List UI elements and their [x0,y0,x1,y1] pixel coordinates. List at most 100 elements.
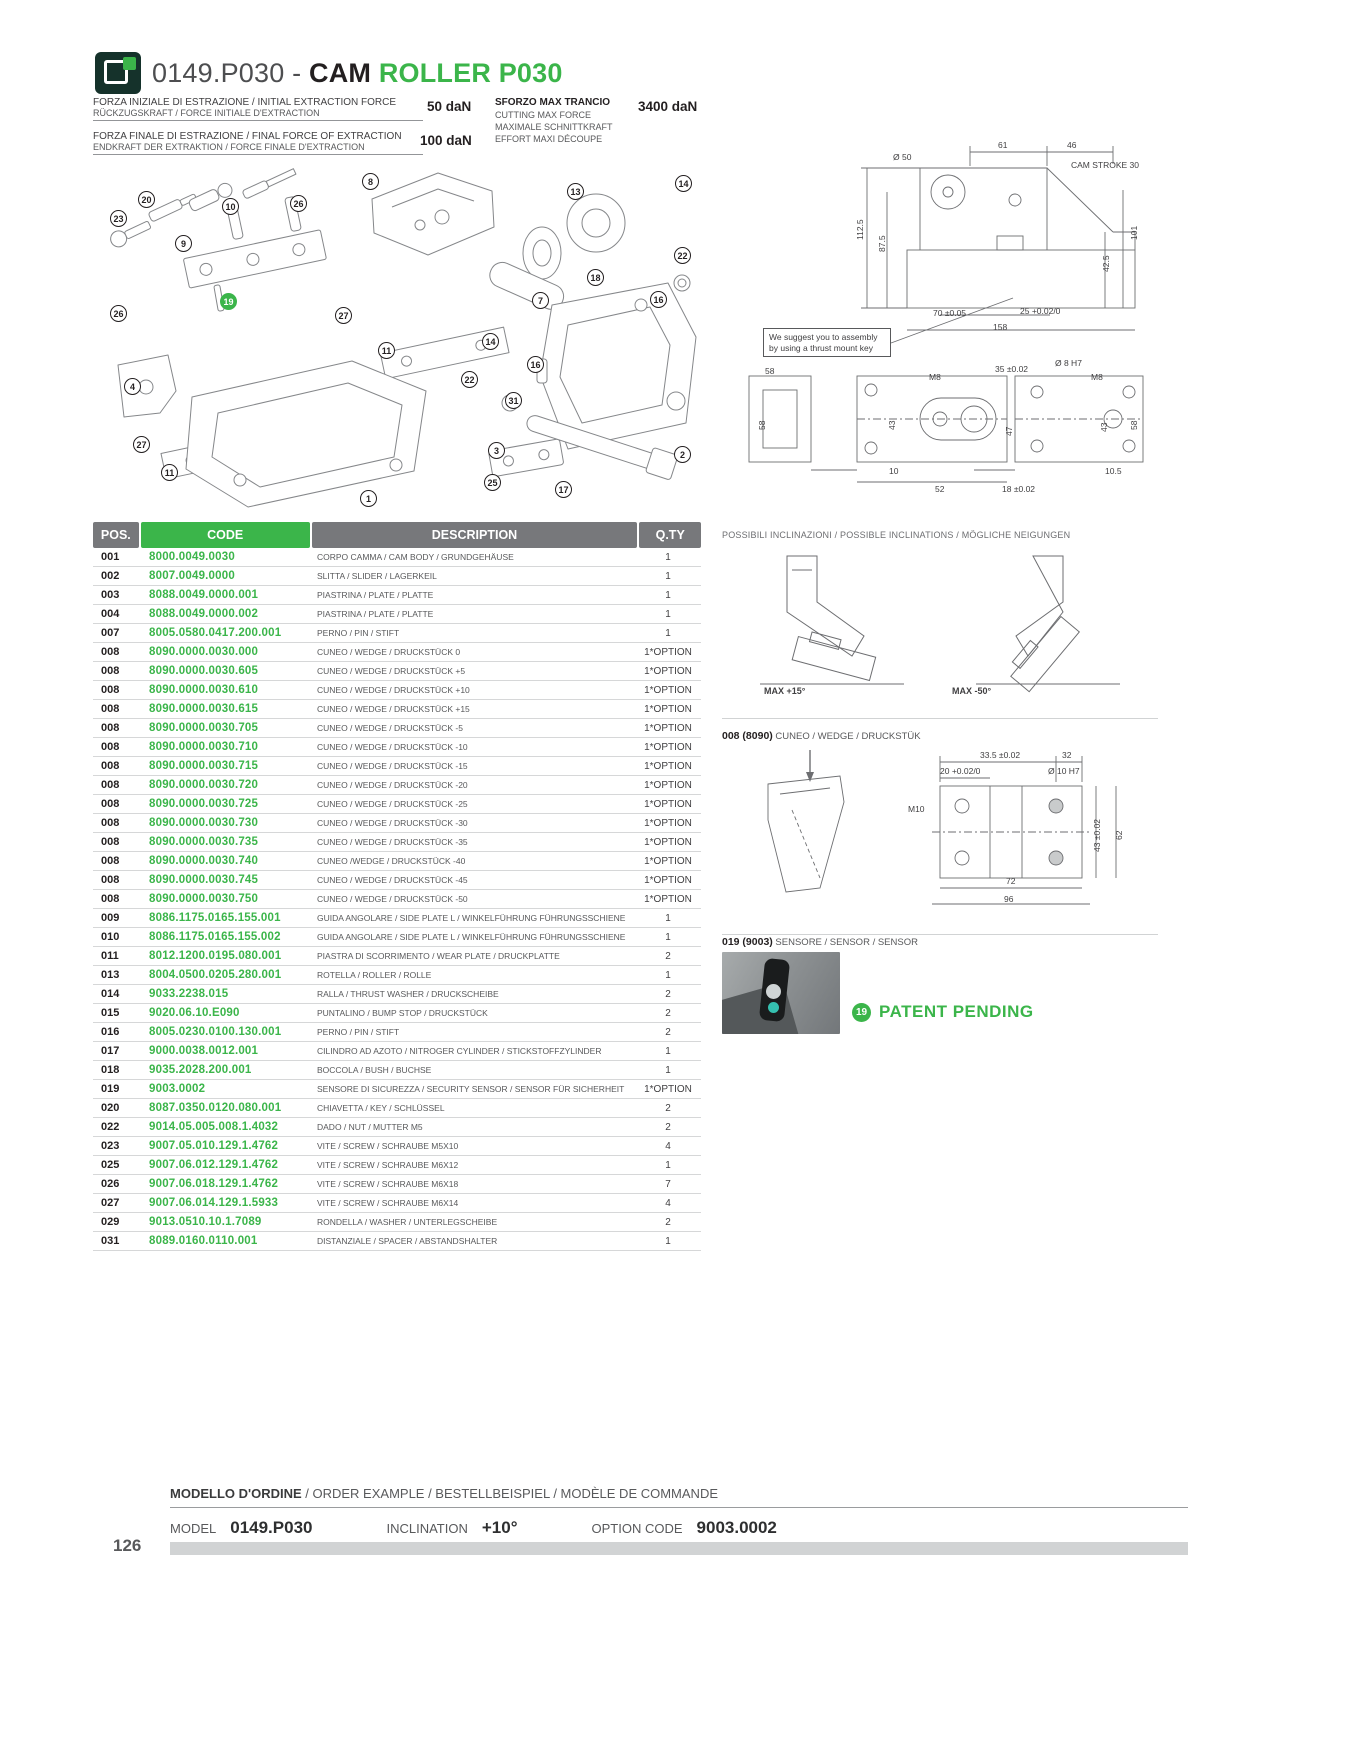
product-code: 0149.P030 - [152,58,310,88]
dim-label: Ø 10 H7 [1048,766,1080,776]
sensor-heading: 019 (9003) SENSORE / SENSOR / SENSOR [722,936,918,948]
balloon-2: 2 [674,446,691,463]
balloon-17: 17 [555,481,572,498]
table-row: 014 9033.2238.015 RALLA / THRUST WASHER … [93,985,701,1004]
inclinations-heading: POSSIBILI INCLINAZIONI / POSSIBLE INCLIN… [722,530,1071,540]
cell-pos: 031 [101,1235,120,1247]
balloon-11: 11 [161,464,178,481]
logo-green-square [123,57,136,70]
cell-desc: PUNTALINO / BUMP STOP / DRUCKSTÜCK [317,1008,488,1018]
cell-desc: RONDELLA / WASHER / UNTERLEGSCHEIBE [317,1217,498,1227]
cell-code: 9014.05.005.008.1.4032 [149,1121,279,1133]
product-name-accent: ROLLER P030 [371,58,563,88]
table-row: 002 8007.0049.0000 SLITTA / SLIDER / LAG… [93,567,701,586]
table-row: 008 8090.0000.0030.615 CUNEO / WEDGE / D… [93,700,701,719]
inclination-plus-art [760,555,904,685]
cell-qty: 1*OPTION [644,817,692,829]
cell-qty: 1*OPTION [644,779,692,791]
spec-cutting-line1: SFORZO MAX TRANCIO [495,97,610,108]
cell-desc: CUNEO / WEDGE / DRUCKSTÜCK -45 [317,875,468,885]
cell-desc: SLITTA / SLIDER / LAGERKEIL [317,571,437,581]
cell-desc: CUNEO / WEDGE / DRUCKSTÜCK +10 [317,685,470,695]
cell-code: 8090.0000.0030.740 [149,855,259,867]
table-row: 008 8090.0000.0030.740 CUNEO /WEDGE / DR… [93,852,701,871]
balloon-26: 26 [290,195,307,212]
table-row: 013 8004.0500.0205.280.001 ROTELLA / ROL… [93,966,701,985]
table-row: 029 9013.0510.10.1.7089 RONDELLA / WASHE… [93,1213,701,1232]
cell-qty: 1*OPTION [644,1083,692,1095]
cell-code: 8088.0049.0000.001 [149,589,259,601]
cell-qty: 1*OPTION [644,874,692,886]
dim-label: 10.5 [1105,466,1122,476]
cell-code: 8090.0000.0030.615 [149,703,259,715]
table-row: 008 8090.0000.0030.750 CUNEO / WEDGE / D… [93,890,701,909]
cell-code: 8090.0000.0030.715 [149,760,259,772]
balloon-7: 7 [532,292,549,309]
table-row: 026 9007.06.018.129.1.4762 VITE / SCREW … [93,1175,701,1194]
cell-desc: RALLA / THRUST WASHER / DRUCKSCHEIBE [317,989,499,999]
cell-pos: 018 [101,1064,120,1076]
cell-desc: BOCCOLA / BUSH / BUCHSE [317,1065,432,1075]
page-title: 0149.P030 - CAM ROLLER P030 [152,58,563,89]
balloon-4: 4 [124,378,141,395]
cell-desc: SENSORE DI SICUREZZA / SECURITY SENSOR /… [317,1084,625,1094]
cell-qty: 1*OPTION [644,646,692,658]
cell-code: 8012.1200.0195.080.001 [149,950,282,962]
balloon-1: 1 [360,490,377,507]
cell-pos: 020 [101,1102,120,1114]
cell-qty: 2 [665,950,671,962]
balloon-31: 31 [505,392,522,409]
cell-code: 8090.0000.0030.710 [149,741,259,753]
dim-label: 10 [889,466,899,476]
balloon-20: 20 [138,191,155,208]
balloon-14: 14 [482,333,499,350]
table-row: 008 8090.0000.0030.735 CUNEO / WEDGE / D… [93,833,701,852]
table-row: 008 8090.0000.0030.725 CUNEO / WEDGE / D… [93,795,701,814]
cell-desc: VITE / SCREW / SCHRAUBE M6X18 [317,1179,459,1189]
order-example: MODELLO D'ORDINE / ORDER EXAMPLE / BESTE… [170,1486,1188,1538]
dim-label: 58 [1129,420,1139,430]
model-label: MODEL [170,1521,217,1536]
cell-qty: 1 [665,969,671,981]
cell-code: 8090.0000.0030.750 [149,893,259,905]
dim-label: 32 [1062,750,1072,760]
header-pos: POS. [93,522,139,548]
cell-qty: 2 [665,1121,671,1133]
inclination-minus-art [976,555,1120,693]
cell-code: 9007.06.012.129.1.4762 [149,1159,279,1171]
cell-code: 8005.0230.0100.130.001 [149,1026,282,1038]
spec-cutting-line3: MAXIMALE SCHNITTKRAFT [495,122,613,132]
cell-code: 8090.0000.0030.745 [149,874,259,886]
table-row: 023 9007.05.010.129.1.4762 VITE / SCREW … [93,1137,701,1156]
cell-code: 9007.06.014.129.1.5933 [149,1197,279,1209]
dim-label: 96 [1004,894,1014,904]
dim-label: 46 [1067,140,1077,150]
cell-qty: 1 [665,931,671,943]
cell-code: 8090.0000.0030.730 [149,817,259,829]
dimension-drawing: We suggest you to assembly by using a th… [715,140,1158,515]
spec-final-line2: ENDKRAFT DER EXTRAKTION / FORCE FINALE D… [93,142,423,155]
divider-line-2 [722,934,1158,935]
cell-pos: 008 [101,779,120,791]
cell-desc: CUNEO / WEDGE / DRUCKSTÜCK -5 [317,723,463,733]
spec-cutting-line2: CUTTING MAX FORCE [495,110,591,120]
cell-desc: PIASTRINA / PLATE / PLATTE [317,609,434,619]
cell-qty: 1*OPTION [644,741,692,753]
table-row: 019 9003.0002 SENSORE DI SICUREZZA / SEC… [93,1080,701,1099]
wedge-heading: 008 (8090) CUNEO / WEDGE / DRUCKSTÜK [722,730,921,742]
cell-qty: 1 [665,1159,671,1171]
cell-code: 8086.1175.0165.155.002 [149,931,281,943]
cell-qty: 1 [665,1064,671,1076]
cell-qty: 4 [665,1197,671,1209]
table-row: 011 8012.1200.0195.080.001 PIASTRA DI SC… [93,947,701,966]
cell-desc: GUIDA ANGOLARE / SIDE PLATE L / WINKELFÜ… [317,913,626,923]
cell-desc: CUNEO / WEDGE / DRUCKSTÜCK -25 [317,799,468,809]
cell-code: 9033.2238.015 [149,988,229,1000]
spec-final-value: 100 daN [420,133,472,148]
cell-desc: CUNEO / WEDGE / DRUCKSTÜCK -30 [317,818,468,828]
dim-label: 61 [998,140,1008,150]
dimension-drawing-art [748,146,1144,483]
